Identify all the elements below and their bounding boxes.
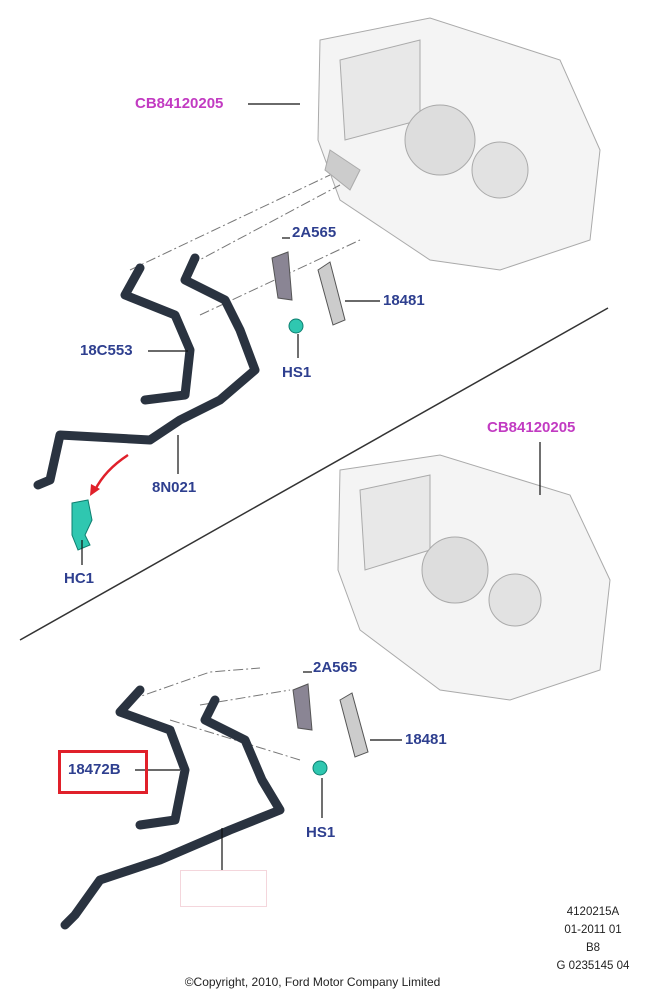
hose-18472b xyxy=(115,685,190,830)
label-assembly-lower[interactable]: CB84120205 xyxy=(487,419,576,436)
hose-lower-b xyxy=(60,695,285,930)
reference-block: 4120215A 01-2011 01 B8 G 0235145 04 xyxy=(543,903,643,975)
label-hose-8n021[interactable]: 8N021 xyxy=(152,479,197,496)
label-hose-18c553[interactable]: 18C553 xyxy=(80,342,133,359)
reference-line: G 0235145 04 xyxy=(556,960,630,972)
hose-8n021 xyxy=(33,253,260,490)
section-divider xyxy=(19,307,609,641)
copyright-notice: ©Copyright, 2010, Ford Motor Company Lim… xyxy=(184,975,441,989)
label-connector-hc1[interactable]: HC1 xyxy=(64,570,95,587)
heater-unit-lower xyxy=(337,454,611,701)
connector-hc1 xyxy=(71,499,93,551)
reference-line: 01-2011 01 xyxy=(564,924,622,936)
label-clip-upper[interactable]: 18481 xyxy=(383,292,425,309)
bracket-2a565-upper xyxy=(271,251,293,301)
heater-unit-upper xyxy=(317,17,601,271)
highlight-box xyxy=(58,750,148,794)
blank-label-box xyxy=(180,870,267,907)
label-hose-18472b[interactable]: 18472B xyxy=(68,761,121,778)
hose-18c553 xyxy=(120,263,195,405)
clip-18481-upper xyxy=(317,261,346,326)
label-screw-upper[interactable]: HS1 xyxy=(282,364,312,381)
label-bracket-lower[interactable]: 2A565 xyxy=(313,659,358,676)
label-screw-lower[interactable]: HS1 xyxy=(306,824,336,841)
label-bracket-upper[interactable]: 2A565 xyxy=(292,224,337,241)
reference-line: 4120215A xyxy=(566,906,620,918)
reference-line: B8 xyxy=(585,942,601,954)
clip-18481-lower xyxy=(339,692,369,758)
bracket-2a565-lower xyxy=(292,683,313,731)
label-clip-lower[interactable]: 18481 xyxy=(405,731,447,748)
screw-hs1-upper xyxy=(288,318,304,334)
screw-hs1-lower xyxy=(312,760,328,776)
label-assembly-upper[interactable]: CB84120205 xyxy=(135,95,224,112)
